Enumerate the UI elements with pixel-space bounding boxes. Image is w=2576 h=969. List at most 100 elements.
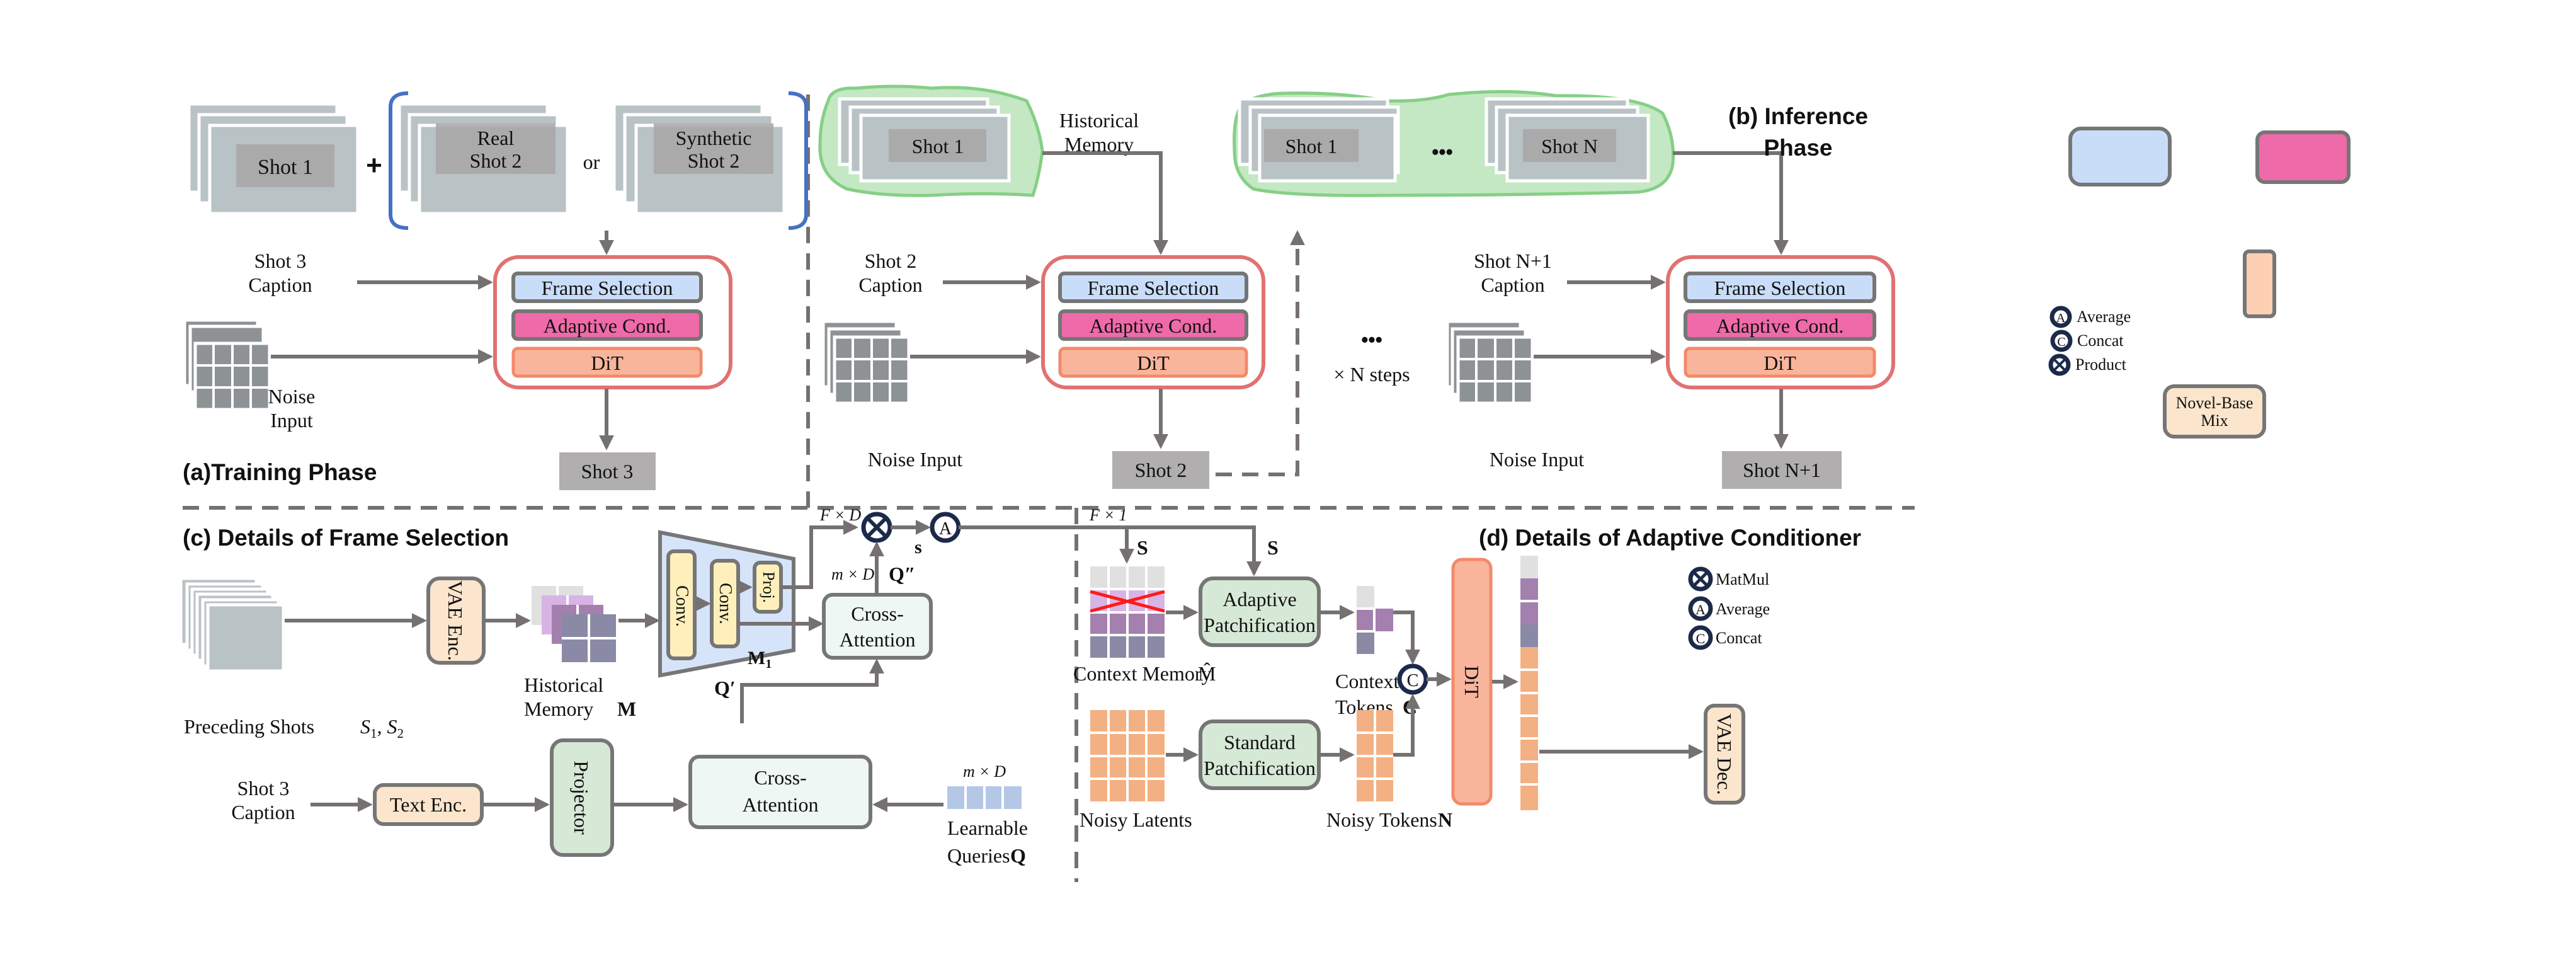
- novel-base-line1: Novel-Base: [2176, 394, 2254, 412]
- conv1-label: Conv.: [672, 585, 692, 627]
- left-bracket: [389, 91, 409, 230]
- projector-label: Projector: [570, 760, 593, 835]
- side-legend-product: Product: [2048, 353, 2127, 376]
- side-legend-concat: C Concat: [2050, 330, 2124, 352]
- real-shot2-label-line1: Real: [477, 127, 515, 149]
- operator-legend: MatMul A Average C Concat: [1688, 566, 1770, 650]
- step1-output-box: [1112, 451, 1209, 489]
- adaptive-cond-label: Adaptive Cond.: [544, 314, 671, 337]
- novel-base-mix-box: [2163, 384, 2266, 439]
- vae-encoder-label: VAE Enc.: [444, 580, 467, 660]
- noisy-latents-grid: [1090, 710, 1165, 801]
- novel-base-line2: Mix: [2201, 411, 2228, 430]
- context-memory-label: Context Memory: [1073, 662, 1212, 685]
- shot1-label: Shot 1: [258, 156, 313, 179]
- vae-decoder-label: VAE Dec.: [1713, 713, 1736, 794]
- mxd-bottom-label: m × D: [963, 762, 1006, 781]
- adaptive-patchification-block: [1199, 576, 1321, 647]
- q-prime-arrow: [740, 658, 884, 723]
- noisy-tokens-label: Noisy Tokens: [1326, 808, 1437, 831]
- adaptive-cond-label: Adaptive Cond.: [1716, 314, 1844, 337]
- m1-label: M1: [748, 648, 772, 671]
- stepN-shotN-stack: Shot N: [1485, 97, 1650, 183]
- memory-to-module1-arrow: [1042, 151, 1168, 255]
- stepN-output-box: [1722, 451, 1842, 489]
- standalone-pink-box: [2255, 130, 2351, 184]
- mxd-top-label: m × D: [831, 565, 874, 583]
- learnable-queries-blocks: [947, 786, 1022, 809]
- legend-matmul: MatMul: [1688, 566, 1769, 592]
- text-encoder-label: Text Enc.: [390, 793, 467, 816]
- frame-selection-detail-title: (c) Details of Frame Selection: [183, 525, 509, 551]
- training-output-box: [559, 452, 656, 490]
- training-phase: Shot 1 + Real Shot 2 or Synthetic Shot 2: [183, 91, 808, 490]
- frame-selection-label: Frame Selection: [1088, 277, 1219, 299]
- dit-label: DiT: [591, 352, 624, 374]
- or-label: or: [583, 151, 600, 173]
- dit-label: DiT: [1137, 352, 1170, 374]
- dit-label: DiT: [1764, 352, 1796, 374]
- proj-to-matmul-arrow: [781, 520, 858, 589]
- text-encoder-block: [373, 783, 484, 826]
- training-phase-title: (a)Training Phase: [183, 459, 377, 485]
- conv2-label: Conv.: [715, 583, 735, 624]
- preceding-shots-stack: [179, 576, 285, 673]
- svg-text:Average: Average: [2077, 307, 2131, 326]
- q-symbol: Q: [1010, 844, 1026, 867]
- standard-patchification-block: [1199, 720, 1321, 790]
- step1-caption-line2: Caption: [858, 273, 922, 296]
- standalone-peach-box: [2243, 249, 2276, 318]
- n-symbol: N: [1438, 808, 1452, 831]
- concat-operator: C: [1397, 663, 1428, 695]
- dit-large-block: [1451, 558, 1493, 806]
- adaptive-detail-title: (d) Details of Adaptive Conditioner: [1479, 525, 1861, 551]
- synthetic-shot2-label-line2: Shot 2: [688, 149, 740, 172]
- cross-attention-bottom-line2: Attention: [743, 793, 819, 816]
- stepN-noise-label: Noise Input: [1490, 448, 1584, 471]
- output-token-column: [1520, 556, 1538, 810]
- step1-memory-shot-label: Shot 1: [912, 135, 964, 158]
- q-prime-label: Q′: [714, 677, 736, 699]
- stepN-shot1-label: Shot 1: [1285, 135, 1338, 158]
- memory-symbol: M: [617, 697, 636, 720]
- historical-memory-line1: Historical: [1059, 109, 1139, 132]
- svg-text:A: A: [939, 519, 952, 539]
- adaptive-conditioner-detail: (d) Details of Adaptive Conditioner F × …: [959, 506, 1861, 831]
- context-tokens-grid: [1357, 586, 1393, 654]
- stepN-output-label: Shot N+1: [1743, 459, 1821, 481]
- real-shot2-frame-stack: Real Shot 2: [397, 102, 569, 215]
- stepN-noise-stack: [1445, 319, 1534, 405]
- frame-selection-label: Frame Selection: [1714, 277, 1846, 299]
- learnable-line2: Queries: [947, 844, 1010, 867]
- historical-memory-line2: Memory: [524, 697, 593, 720]
- synthetic-shot2-frame-stack: Synthetic Shot 2: [612, 102, 786, 215]
- s-right-label: S: [1267, 536, 1279, 559]
- frame-selection-block: [511, 272, 703, 303]
- step1-caption-line1: Shot 2: [865, 249, 917, 272]
- side-legend: A Average C Concat Product: [2048, 306, 2131, 376]
- steps-ellipsis: •••: [1361, 328, 1382, 351]
- inference-title-line1: (b) Inference: [1728, 103, 1868, 129]
- training-noise-line1: Noise: [268, 385, 316, 408]
- standalone-blue-box: [2068, 127, 2172, 186]
- n-steps-label: × N steps: [1333, 363, 1410, 386]
- noisy-latents-label: Noisy Latents: [1080, 808, 1192, 831]
- adaptive-patch-line2: Patchification: [1204, 614, 1316, 636]
- context-tokens-line1: Context: [1335, 670, 1399, 692]
- legend-average: A Average: [1688, 596, 1770, 621]
- svg-text:C: C: [1407, 671, 1419, 691]
- dit-block: [1058, 347, 1248, 378]
- svg-text:A: A: [2056, 311, 2066, 325]
- vae-encoder-block: [426, 576, 486, 665]
- preceding-shots-math: S1, S2: [360, 715, 404, 741]
- stepN-caption-line2: Caption: [1481, 273, 1544, 296]
- memory-ellipsis: •••: [1432, 140, 1453, 163]
- standalone-shapes: A Average C Concat Product Novel-Base Mi…: [2048, 127, 2351, 439]
- vae-decoder-block: [1704, 704, 1745, 805]
- stepN-caption-line1: Shot N+1: [1474, 249, 1552, 272]
- step1-noise-label: Noise Input: [868, 448, 962, 471]
- noisy-tokens-to-concat-arrow: [1393, 694, 1420, 757]
- dit-block: [511, 347, 703, 378]
- shot1-frame-stack: Shot 1: [187, 102, 360, 215]
- drop-cross-line2: [1090, 590, 1165, 613]
